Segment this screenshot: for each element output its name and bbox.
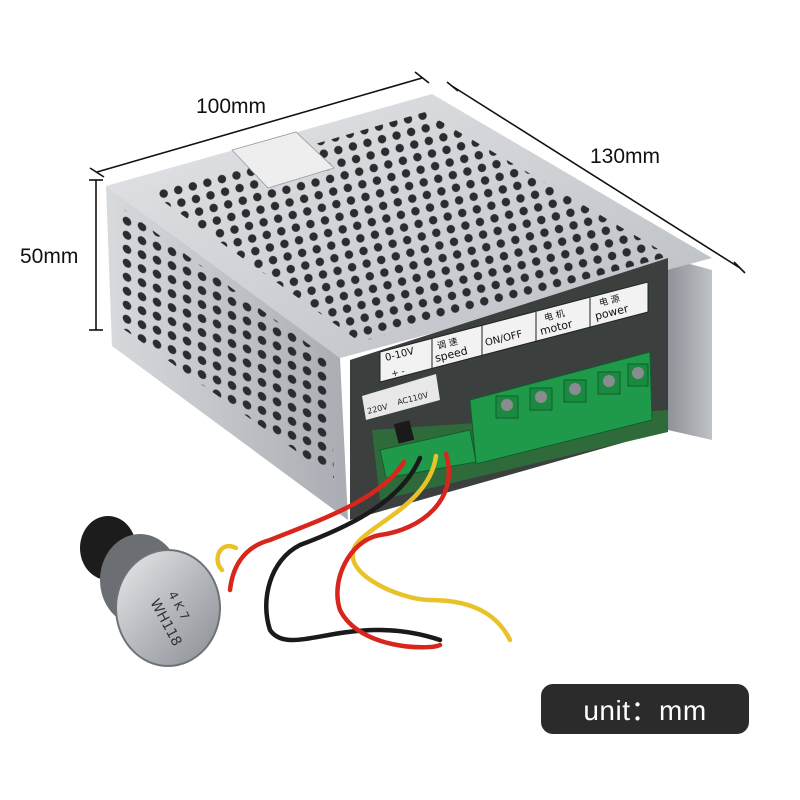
wires [215,451,513,650]
terminal-label-strip [379,281,649,383]
case-right-wall [668,258,712,440]
label-speed-polarity: + - [390,367,406,380]
voltage-switch [393,420,415,444]
label-speed-cn: 调 速 [436,336,459,352]
depth-dimension-label: 130mm [590,145,661,168]
width-dimension-label: 100mm [196,95,267,118]
voltage-sticker [362,374,440,420]
dimension-lines [89,71,746,331]
top-sticker [231,131,335,189]
unit-badge: unit：mm [541,684,749,734]
height-dimension-label: 50mm [20,245,79,268]
potentiometer [80,516,221,667]
vent-holes-side [118,205,334,478]
